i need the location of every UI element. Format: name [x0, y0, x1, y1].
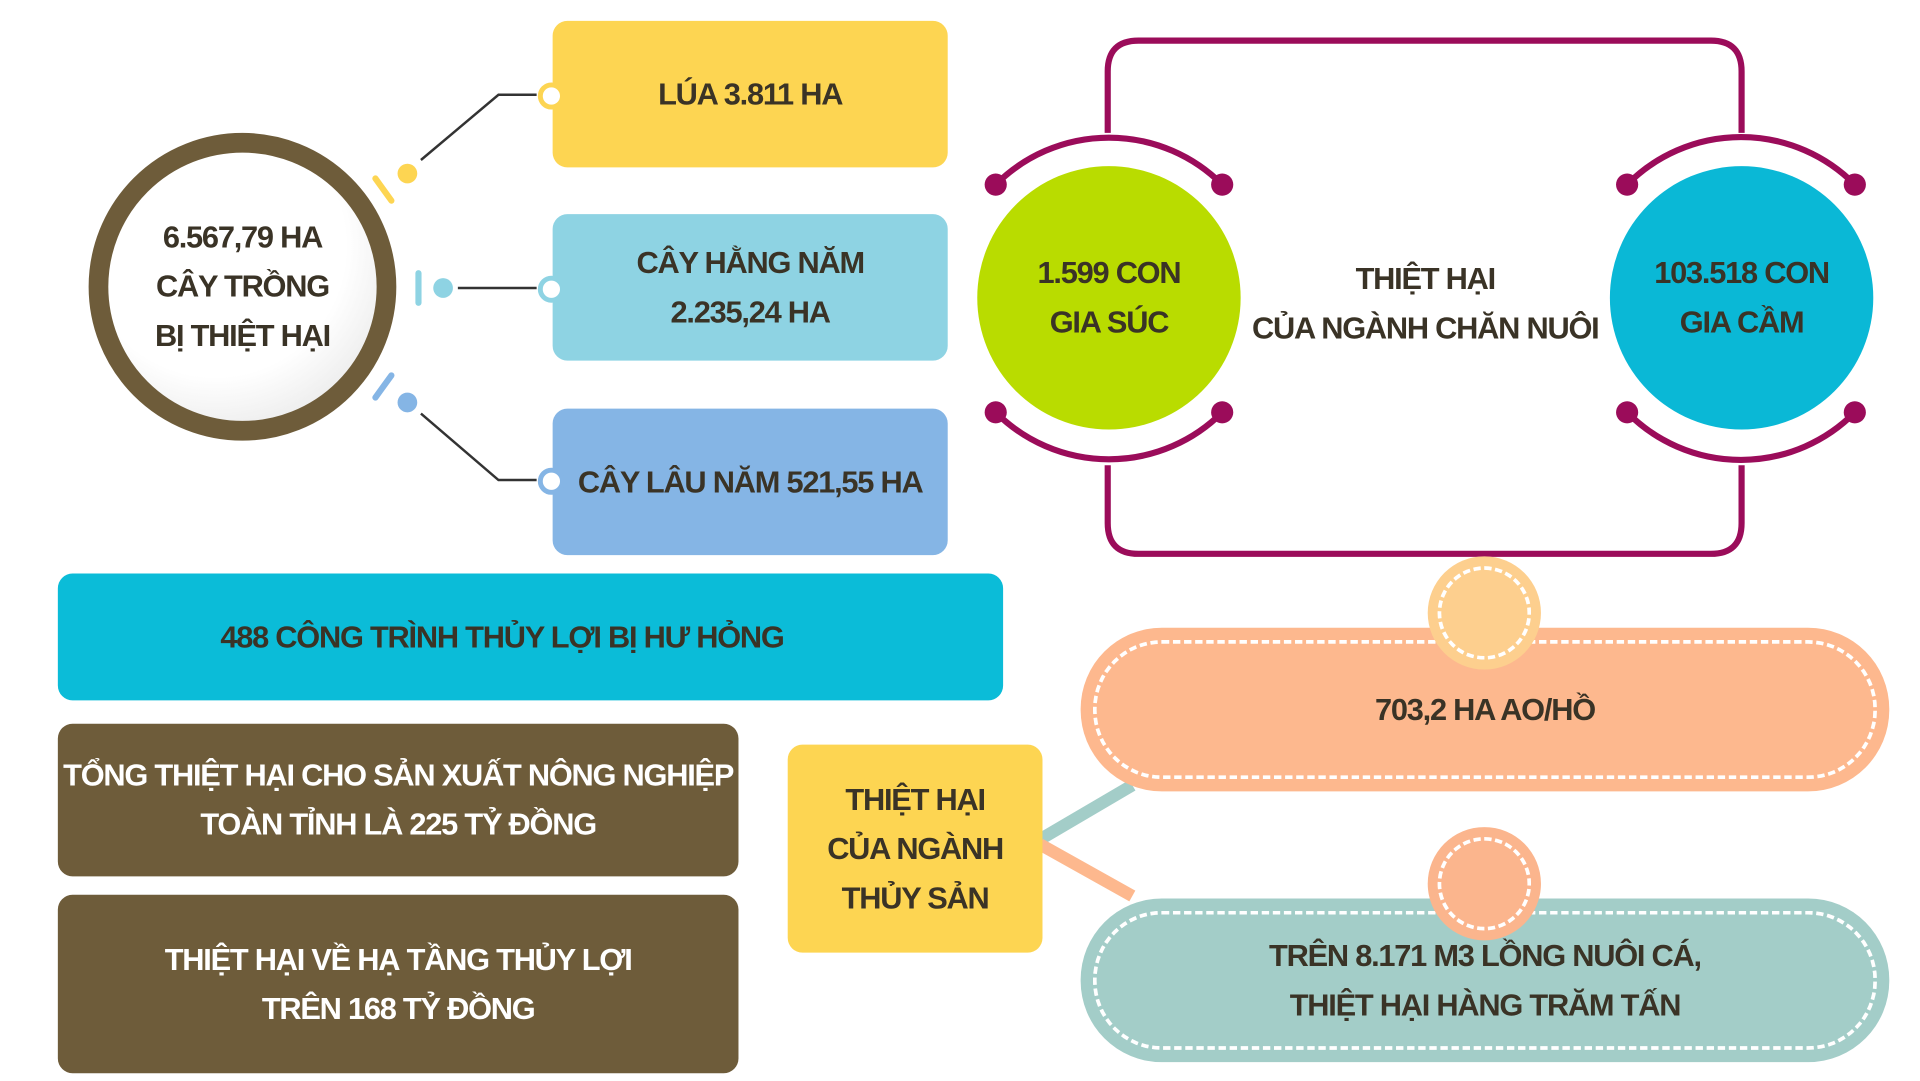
cattle-count: 1.599 CON [1037, 256, 1182, 291]
irrigation-bar: 488 CÔNG TRÌNH THỦY LỢI BỊ HƯ HỎNG [57, 573, 1004, 701]
crop-perennial-box: CÂY LÂU NĂM 521,55 HA [552, 408, 948, 556]
cages-knob [1427, 827, 1541, 941]
poultry-circle: 103.518 CON GIA CẦM [1609, 166, 1874, 430]
livestock-title-line: CỦA NGÀNH CHĂN NUÔI [1252, 311, 1600, 346]
connector-dot-annual [537, 275, 565, 303]
agri-total-line: TOÀN TỈNH LÀ 225 TỶ ĐỒNG [200, 807, 597, 842]
agri-total-box: TỔNG THIỆT HẠI CHO SẢN XUẤT NÔNG NGHIỆP … [57, 723, 739, 877]
cattle-label: GIA SÚC [1049, 305, 1170, 340]
crops-total-line: BỊ THIỆT HẠI [154, 318, 331, 354]
poultry-label: GIA CẦM [1679, 305, 1805, 340]
agri-total-line: TỔNG THIỆT HẠI CHO SẢN XUẤT NÔNG NGHIỆP [63, 758, 734, 793]
crop-rice-box: LÚA 3.811 HA [552, 20, 948, 168]
irrigation-label: 488 CÔNG TRÌNH THỦY LỢI BỊ HƯ HỎNG [220, 620, 785, 655]
fishery-title-box: THIỆT HẠI CỦA NGÀNH THỦY SẢN [787, 744, 1043, 953]
livestock-title: THIỆT HẠI CỦA NGÀNH CHĂN NUÔI [1243, 255, 1607, 353]
fishery-title-line: THIỆT HẠI [845, 782, 986, 817]
crops-total-line: CÂY TRỒNG [155, 269, 330, 305]
crops-total-line: 6.567,79 HA [162, 220, 323, 255]
connector-dot-rice [537, 82, 565, 110]
fishery-title-line: CỦA NGÀNH [827, 831, 1004, 866]
cattle-circle: 1.599 CON GIA SÚC [977, 166, 1241, 430]
cages-line: THIỆT HẠI HÀNG TRĂM TẤN [1289, 987, 1682, 1023]
crop-annual-box: CÂY HẰNG NĂM 2.235,24 HA [552, 214, 948, 361]
ponds-label: 703,2 HA AO/HỒ [1375, 692, 1596, 727]
infra-total-line: TRÊN 168 TỶ ĐỒNG [261, 991, 536, 1026]
crop-rice-label: LÚA 3.811 HA [658, 76, 843, 112]
ponds-knob [1427, 556, 1541, 670]
crop-annual-label: CÂY HẰNG NĂM [636, 245, 865, 281]
infra-total-line: THIỆT HẠI VỀ HẠ TẦNG THỦY LỢI [164, 942, 633, 977]
infra-total-box: THIỆT HẠI VỀ HẠ TẦNG THỦY LỢI TRÊN 168 T… [57, 894, 739, 1074]
cages-line: TRÊN 8.171 M3 LỒNG NUÔI CÁ, [1269, 938, 1702, 973]
crops-total-circle: 6.567,79 HA CÂY TRỒNG BỊ THIỆT HẠI [88, 132, 397, 441]
connector-dot-perennial [537, 467, 565, 495]
fishery-title-line: THỦY SẢN [841, 880, 990, 916]
poultry-count: 103.518 CON [1654, 256, 1830, 291]
crop-annual-value: 2.235,24 HA [670, 294, 831, 330]
livestock-title-line: THIỆT HẠI [1355, 262, 1497, 297]
crop-perennial-label: CÂY LÂU NĂM 521,55 HA [577, 464, 924, 500]
